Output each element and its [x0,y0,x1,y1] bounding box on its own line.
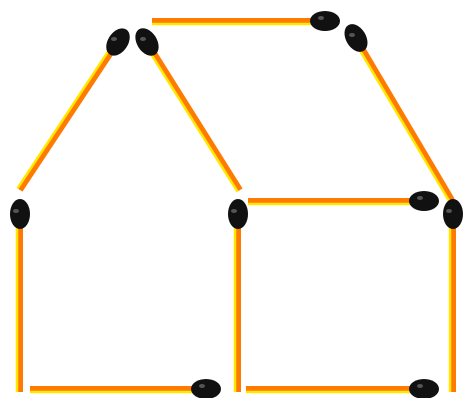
middle-horizontal-match[interactable] [248,191,439,211]
match-head [131,24,164,60]
match-head [191,379,221,398]
match-head-shine [13,209,19,213]
match-head [10,199,30,229]
match-head-shine [417,384,423,388]
roof-left-match[interactable] [17,24,134,190]
match-head [409,191,439,211]
left-wall-match[interactable] [10,199,30,392]
matchstick-body [356,38,452,200]
right-wall-match[interactable] [443,199,463,392]
matchstick-body [147,42,240,190]
match-head-shine [199,384,205,388]
matchstick-highlight [353,40,449,202]
match-head-shine [349,33,355,37]
floor-left-match[interactable] [30,379,221,398]
floor-right-match[interactable] [246,379,439,398]
match-head [310,11,340,31]
match-head-shine [231,209,237,213]
roof-back-slope-match[interactable] [340,20,452,202]
roof-top-match[interactable] [152,11,340,31]
match-head-shine [417,196,423,200]
roof-right-match[interactable] [131,24,240,192]
center-wall-match[interactable] [228,199,248,392]
matchstick-highlight [17,40,115,188]
matchstick-body [20,42,118,190]
match-head [409,379,439,398]
match-head [443,199,463,229]
match-head-shine [140,37,146,41]
match-head [228,199,248,229]
match-head-shine [111,37,117,41]
match-head [340,20,372,56]
matchstick-highlight [144,44,237,192]
match-head-shine [318,16,324,20]
match-head-shine [446,209,452,213]
